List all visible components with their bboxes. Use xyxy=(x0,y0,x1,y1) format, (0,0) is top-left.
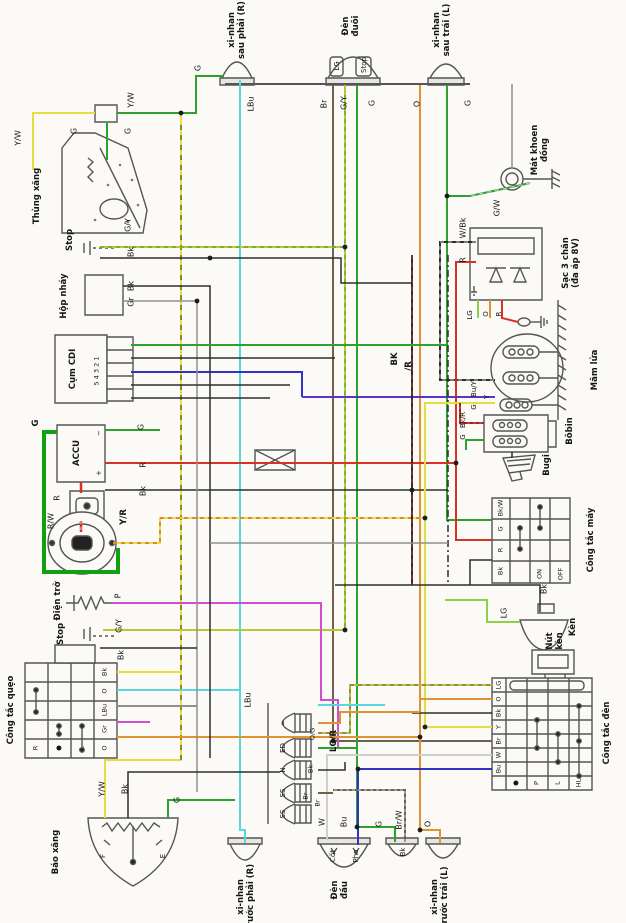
wire-r-22 xyxy=(456,463,492,540)
ignition-switch-table xyxy=(492,498,570,583)
wire-o-14 xyxy=(420,85,440,843)
wire-r-40 xyxy=(318,685,492,733)
junction-dot xyxy=(422,515,428,521)
position-bulb xyxy=(388,844,416,856)
junction-dot xyxy=(444,193,450,199)
wire-lg-39 xyxy=(318,685,492,733)
wire-r-20 xyxy=(456,262,476,463)
turn-switch-table xyxy=(25,645,117,758)
front-left-turn-bulb xyxy=(428,844,458,858)
junction-dot xyxy=(453,460,459,466)
rear-left-turn-bulb xyxy=(430,64,462,78)
wire-g-16 xyxy=(447,183,530,196)
junction-dot xyxy=(417,827,423,833)
wire-g-13 xyxy=(357,85,395,842)
wire-w-36 xyxy=(327,755,492,840)
wire-bk-52 xyxy=(100,258,412,283)
junction-dot xyxy=(422,724,428,730)
wire-w-19 xyxy=(440,242,495,380)
light-switch-table xyxy=(492,678,592,790)
wire-y-2 xyxy=(33,113,95,170)
tail-light-bulb xyxy=(328,57,378,78)
wire-bk-50 xyxy=(123,286,210,758)
wire-bu-35 xyxy=(358,769,492,845)
junction-dot xyxy=(409,487,415,493)
wire-bk-62 xyxy=(460,403,484,423)
resistor xyxy=(66,597,112,609)
horn-button xyxy=(532,650,574,674)
wire-g-3 xyxy=(117,76,224,113)
flasher-box xyxy=(85,275,123,315)
wire-y-5 xyxy=(105,113,181,818)
wire-bu-32 xyxy=(131,372,302,397)
charger-box xyxy=(470,228,542,300)
rear-right-turn-bulb xyxy=(222,62,252,78)
wire-gr-51 xyxy=(123,301,197,792)
wire-lg-58 xyxy=(445,600,520,622)
spark-plug xyxy=(503,455,535,473)
junction-dot xyxy=(194,298,200,304)
wire-r-29 xyxy=(113,518,425,543)
junction-dot xyxy=(207,255,213,261)
junction-dot xyxy=(330,738,336,744)
wire-p-31 xyxy=(112,603,338,748)
wire-bk-76 xyxy=(470,560,492,585)
wire-bk-59 xyxy=(335,585,540,612)
indicator-cluster xyxy=(268,703,311,824)
junction-dot xyxy=(417,734,423,740)
junction-dot xyxy=(355,766,361,772)
wire-bk-65 xyxy=(128,772,280,818)
wire-g2-26 xyxy=(44,432,118,572)
fuel-tank-outline xyxy=(62,133,147,233)
wire-g-63 xyxy=(466,440,484,450)
junction-dot xyxy=(342,627,348,633)
front-right-turn-bulb xyxy=(230,844,260,860)
wire-bk-69 xyxy=(318,762,345,770)
wire-r-61 xyxy=(460,403,484,423)
wire-o-67 xyxy=(318,712,420,723)
wire-w-17 xyxy=(470,183,530,196)
junction-dot xyxy=(354,824,360,830)
wire-lbu-7 xyxy=(240,80,245,843)
junction-dot xyxy=(178,110,184,116)
wire-g-15 xyxy=(447,85,492,520)
wire-br-37 xyxy=(333,790,405,842)
wire-y-34 xyxy=(425,403,495,727)
wire-g-66 xyxy=(168,800,235,818)
headlight-bulb xyxy=(320,844,368,867)
junction-dot xyxy=(342,244,348,250)
wire-r-75 xyxy=(502,300,518,322)
